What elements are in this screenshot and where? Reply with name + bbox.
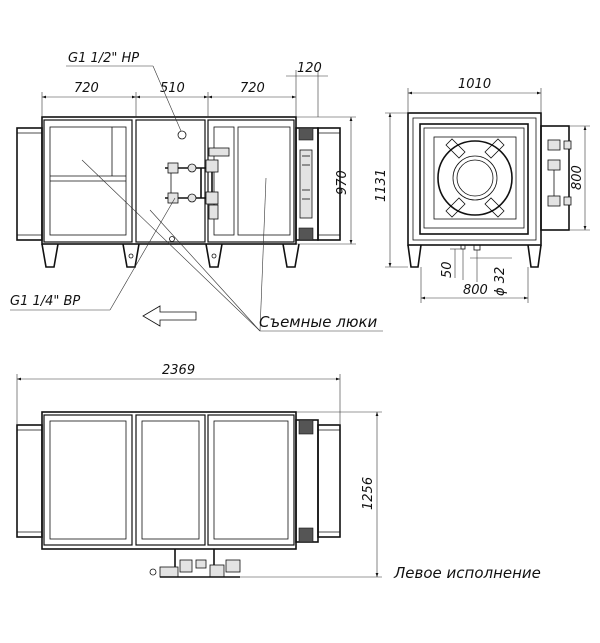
label-variant: Левое исполнение bbox=[393, 564, 541, 582]
valve-assembly-icon bbox=[165, 147, 230, 220]
dim-side-inner-height: 800 bbox=[570, 165, 585, 190]
side-view: 1010 1131 800 50 ϕ 32 800 bbox=[374, 77, 590, 303]
dim-plan-length: 2369 bbox=[162, 363, 195, 378]
manometer-icon bbox=[177, 130, 187, 140]
side-leg-1 bbox=[407, 244, 422, 268]
side-casing bbox=[407, 112, 542, 246]
fan-icon bbox=[437, 140, 513, 216]
label-thread-outer: G1 1/2" НР bbox=[68, 51, 139, 66]
front-section-1 bbox=[43, 119, 133, 243]
plan-section-2 bbox=[135, 414, 206, 546]
dim-plan-width: 1256 bbox=[361, 477, 376, 510]
front-leg-1 bbox=[41, 243, 59, 268]
plan-casing bbox=[41, 411, 297, 550]
dim-front-height: 970 bbox=[335, 170, 350, 195]
front-leg-2 bbox=[122, 243, 140, 268]
dim-side-total-height: 1131 bbox=[374, 169, 389, 202]
plan-view: 2369 1256 Левое исполнение bbox=[16, 363, 541, 582]
front-view: 720 510 720 120 970 G1 1/2" НР G1 1/4" В… bbox=[10, 51, 383, 332]
airflow-arrow-icon bbox=[142, 305, 197, 327]
side-flange bbox=[419, 123, 529, 235]
dim-front-section-2: 510 bbox=[160, 81, 185, 96]
dim-side-pipe-diameter: ϕ 32 bbox=[493, 267, 508, 296]
dim-front-section-3: 720 bbox=[240, 81, 265, 96]
plan-left-duct bbox=[16, 424, 43, 538]
dim-side-offset: 50 bbox=[440, 261, 455, 278]
dim-side-bottom-width: 800 bbox=[463, 283, 488, 298]
front-leg-4 bbox=[282, 243, 300, 268]
label-thread-inner: G1 1/4" ВР bbox=[10, 294, 80, 309]
dim-front-flange: 120 bbox=[297, 61, 322, 76]
plan-section-3 bbox=[207, 414, 295, 546]
front-leg-3 bbox=[205, 243, 223, 268]
front-section-2 bbox=[135, 119, 206, 243]
side-leg-2 bbox=[527, 244, 542, 268]
label-hatches: Съемные люки bbox=[259, 313, 378, 331]
front-casing bbox=[41, 116, 297, 245]
dim-side-width: 1010 bbox=[458, 77, 491, 92]
plan-piping-icon bbox=[149, 549, 241, 578]
front-section-3 bbox=[207, 119, 295, 243]
front-left-duct bbox=[16, 127, 43, 241]
dim-front-section-1: 720 bbox=[74, 81, 99, 96]
plan-section-1 bbox=[43, 414, 133, 546]
